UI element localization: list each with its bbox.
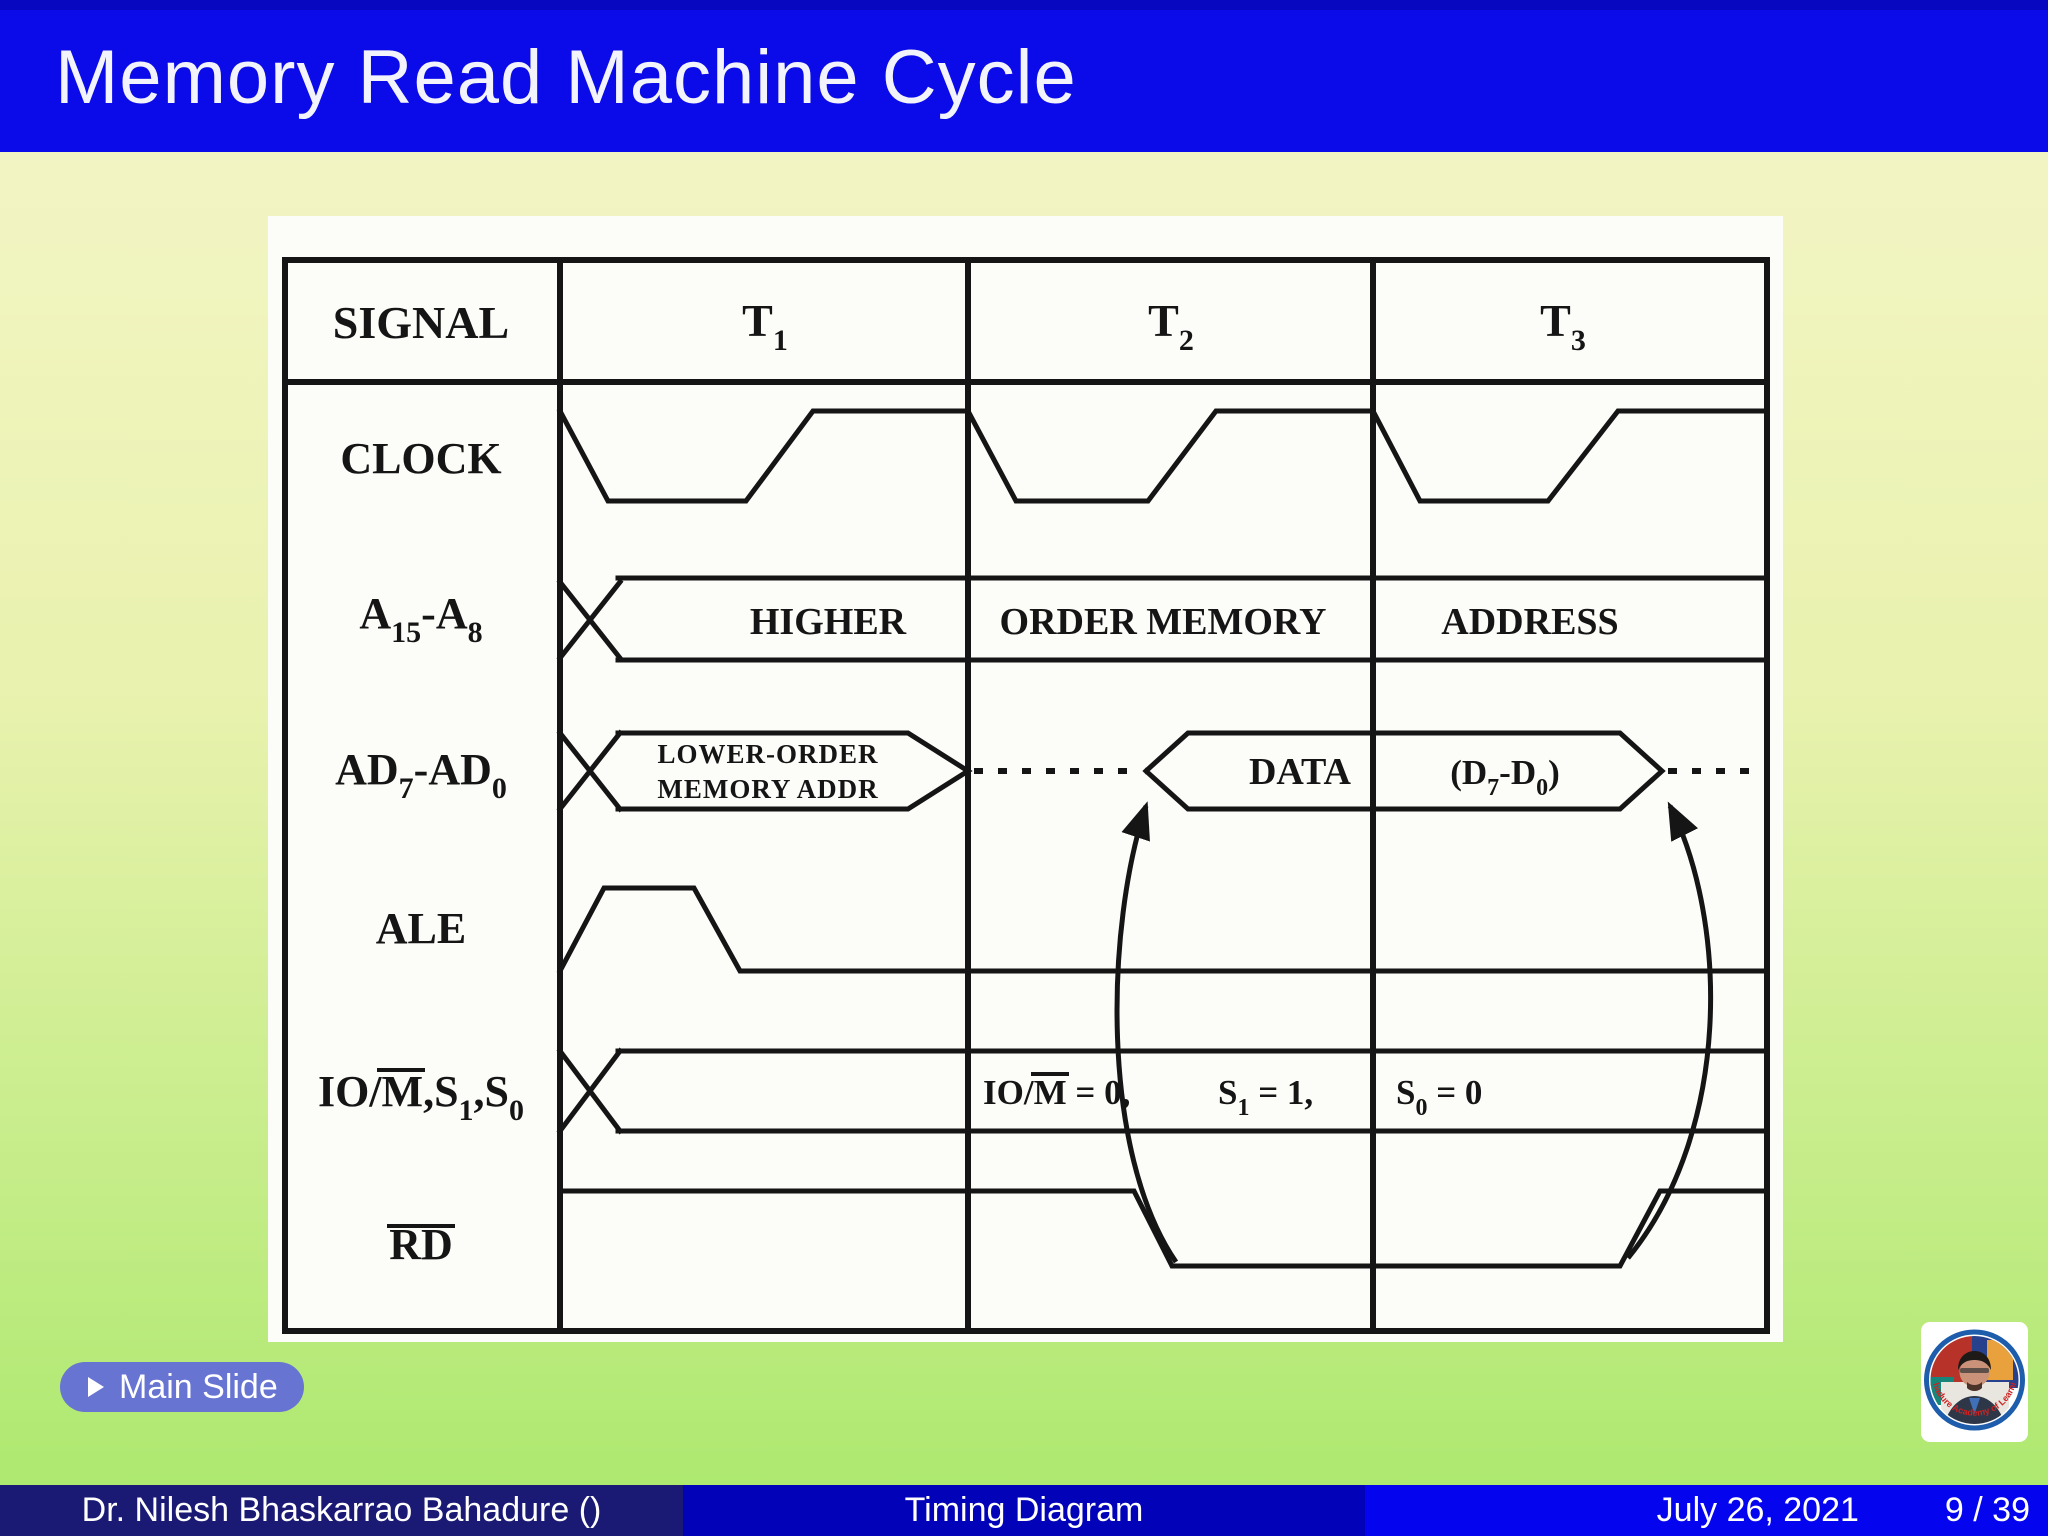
main-slide-button[interactable]: Main Slide: [60, 1362, 304, 1412]
signal-label-clock: CLOCK: [340, 434, 501, 483]
footer-page-number: 9 / 39: [1944, 1491, 2030, 1529]
ale-waveform: [556, 885, 1770, 975]
col-header-signal: SIGNAL: [333, 297, 509, 348]
footer-date-page: July 26, 2021 9 / 39: [1365, 1485, 2048, 1536]
ad-bus-text-lower-order: LOWER-ORDER: [657, 739, 878, 769]
curved-arrow-right: [1626, 801, 1714, 1260]
status-s1-equals-1: S1 = 1,: [1218, 1073, 1313, 1121]
ad-bus-text-memory-addr: MEMORY ADDR: [657, 774, 878, 804]
curved-arrow-left: [1114, 801, 1179, 1264]
a-bus-text-order-memory: ORDER MEMORY: [1000, 601, 1327, 643]
signal-label-iom-s1-s0: IO/M,S1,S0: [318, 1067, 524, 1127]
timing-diagram: SIGNAL T1 T2 T3 CLOCK A15-A8 AD7-AD0 ALE…: [282, 257, 1770, 1334]
signal-label-ad7-ad0: AD7-AD0: [335, 745, 507, 805]
main-slide-button-label: Main Slide: [119, 1368, 278, 1406]
signal-label-rd: RD: [389, 1220, 453, 1269]
ad-bus-text-d7-d0: (D7-D0): [1450, 753, 1560, 801]
footer-author: Dr. Nilesh Bhaskarrao Bahadure (): [0, 1485, 683, 1536]
page-title: Memory Read Machine Cycle: [55, 35, 1077, 120]
table-border: [282, 257, 1770, 1334]
ad-bus-data-hexagon: [1142, 730, 1666, 812]
academy-logo-image: Bahadure Academy of Learning: [1921, 1322, 2025, 1431]
signal-label-ale: ALE: [376, 904, 466, 953]
footer-date-text: July 26, 2021: [1656, 1491, 1859, 1529]
status-s0-equals-0: S0 = 0: [1396, 1073, 1482, 1121]
status-iom-equals-0: IO/M = 0,: [983, 1073, 1130, 1112]
a-bus-crossover: [556, 578, 624, 662]
header-accent-strip: [0, 0, 2048, 10]
iom-rails: [615, 1048, 1770, 1134]
ad-bus-text-data: DATA: [1249, 751, 1352, 793]
footer-section: Timing Diagram: [683, 1485, 1365, 1536]
clock-waveform: [556, 407, 1770, 504]
play-triangle-icon: [88, 1377, 104, 1397]
ad-bus-crossover: [556, 729, 624, 813]
col-header-t2: T2: [1148, 295, 1194, 357]
slide-title-bar: Memory Read Machine Cycle: [0, 0, 2048, 152]
iom-crossover: [556, 1047, 624, 1135]
a-bus-text-address: ADDRESS: [1441, 601, 1618, 643]
col-header-t1: T1: [742, 295, 788, 357]
rd-waveform: [557, 1188, 1770, 1269]
a-bus-text-higher: HIGHER: [750, 601, 907, 643]
footer-author-text: Dr. Nilesh Bhaskarrao Bahadure (): [81, 1491, 602, 1529]
footer-bar: Dr. Nilesh Bhaskarrao Bahadure () Timing…: [0, 1485, 2048, 1536]
column-divider-lines: [557, 260, 1376, 1331]
signal-label-a15-a8: A15-A8: [359, 589, 482, 649]
ad-bus-address-hexagon: [615, 730, 973, 812]
a-bus-rails: [615, 575, 1770, 663]
col-header-t3: T3: [1540, 295, 1586, 357]
academy-logo: Bahadure Academy of Learning: [1921, 1322, 2028, 1442]
timing-diagram-panel: SIGNAL T1 T2 T3 CLOCK A15-A8 AD7-AD0 ALE…: [268, 216, 1783, 1342]
footer-section-text: Timing Diagram: [904, 1491, 1144, 1529]
